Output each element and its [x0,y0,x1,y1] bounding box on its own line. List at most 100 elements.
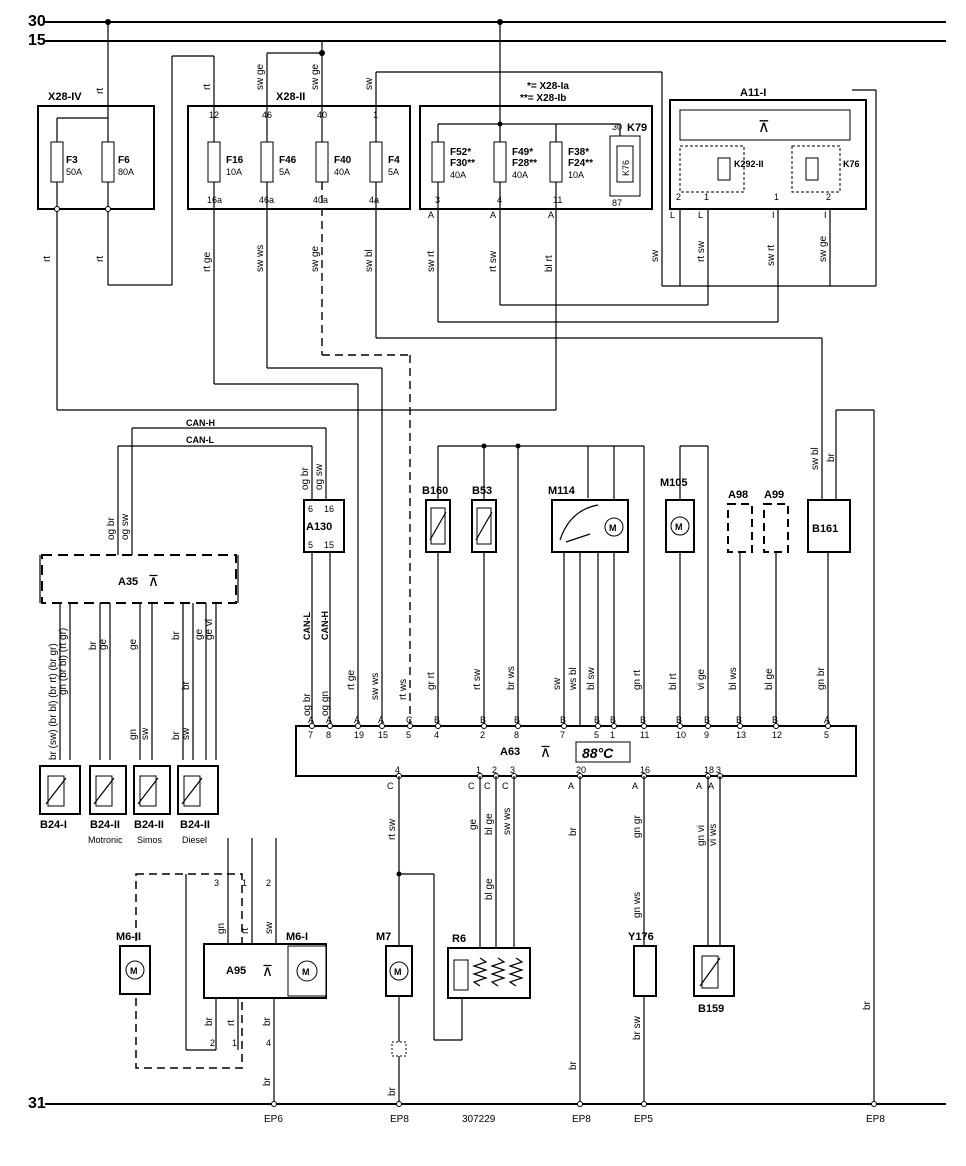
a63-pin-letter: B [560,715,566,725]
a63-pin-number: 18 [704,765,714,775]
svg-text:30: 30 [612,122,622,132]
svg-text:sw ws: sw ws [370,673,381,700]
lower-wiring: M M6-II M A95 ⊼ M6-I gn rt sw br rt br b… [116,776,735,1104]
svg-text:br: br [262,1016,273,1026]
a63-pin-number: 1 [610,730,615,740]
a63-pin-letter: B [640,715,646,725]
k76-label: K76 [843,159,860,169]
svg-text:rt: rt [240,928,251,934]
a63-pin-letter: A [632,781,638,791]
svg-text:M: M [302,967,310,977]
rail-30-label: 30 [28,13,46,30]
svg-text:br: br [568,826,579,836]
control-unit-a63: A63 ⊼ 88°C A7A8A19A15C5B4B2B8B7B5B1B11B1… [295,715,857,791]
svg-text:bl rt: bl rt [544,255,555,272]
a63-pin-number: 9 [704,730,709,740]
svg-text:L: L [698,210,703,220]
svg-text:2: 2 [266,878,271,888]
svg-text:ge: ge [194,628,205,640]
a63-pin-letter: C [468,781,475,791]
note-x28-ib: **= X28-Ib [520,93,566,104]
svg-text:5A: 5A [279,167,290,177]
svg-text:rt sw: rt sw [387,818,398,840]
control-unit-icon: ⊼ [148,573,159,590]
svg-text:sw: sw [181,727,192,740]
a63-pin-letter: A [568,781,574,791]
svg-text:bl ws: bl ws [728,667,739,690]
svg-text:46: 46 [262,110,272,120]
a63-pin-terminal [309,723,315,729]
svg-text:sw ge: sw ge [310,245,321,272]
svg-text:4: 4 [266,1038,271,1048]
svg-text:2: 2 [210,1038,215,1048]
b159-label: B159 [698,1003,724,1015]
svg-text:6: 6 [308,504,313,514]
a63-pin-terminal [705,723,711,729]
a63-pin-letter: B [434,715,440,725]
diesel-label: Diesel [182,835,207,845]
svg-text:CAN-H: CAN-H [320,611,330,640]
rail-31-label: 31 [28,1095,46,1112]
a63-pin-number: 4 [434,730,439,740]
svg-text:M: M [130,966,138,976]
a63-pin-terminal [677,723,683,729]
can-bus: CAN-H CAN-L og br og sw og br og sw [106,418,327,555]
document-number: 307229 [462,1114,496,1125]
a63-pin-terminal [515,723,521,729]
b24-ii-motronic-label: B24-II [90,819,120,831]
svg-text:ge: ge [98,638,109,650]
a63-pin-number: 20 [576,765,586,775]
svg-text:gn: gn [128,729,139,740]
fusebox-x28-iv: X28-IV F3 50A F6 80A rt rt rt [37,22,214,290]
fuse-f46: F46 [279,155,297,166]
motronic-label: Motronic [88,835,123,845]
svg-text:br: br [88,640,99,650]
can-h-label: CAN-H [186,418,215,428]
m105-label: M105 [660,477,688,489]
a63-pin-terminal [611,723,617,729]
a63-pin-terminal [737,723,743,729]
simos-label: Simos [137,835,163,845]
b53-label: B53 [472,485,492,497]
k79-relay-label: K79 [627,122,647,134]
module-a130: A130 6 16 5 15 CAN-L CAN-H og br og gn r… [302,499,409,726]
svg-text:rt: rt [42,256,53,262]
a63-pin-letter: A [326,715,332,725]
svg-text:br (sw) (br bl) (br rt) (br gr: br (sw) (br bl) (br rt) (br gr) [48,643,59,760]
a63-pin-letter: B [514,715,520,725]
svg-text:rt sw: rt sw [488,250,499,272]
b24-i-label: B24-I [40,819,67,831]
svg-text:br ws: br ws [506,666,517,690]
a99-label: A99 [764,489,784,501]
svg-text:2: 2 [826,192,831,202]
note-x28-ia: *= X28-Ia [527,81,569,92]
a63-pin-letter: A [354,715,360,725]
a130-label: A130 [306,521,332,533]
svg-text:1: 1 [242,878,247,888]
svg-text:bl ge: bl ge [484,813,495,835]
a63-pin-letter: A [696,781,702,791]
ground-ep5: EP5 [634,1114,653,1125]
upper-sensors: B160 B53 gr rt rt sw br ws M M114 sw ws … [422,443,851,726]
k76-relay-label: K76 [621,160,631,176]
svg-text:10A: 10A [568,170,584,180]
svg-text:M: M [675,522,683,532]
svg-text:sw rt: sw rt [426,251,437,272]
a63-pin-number: 10 [676,730,686,740]
svg-text:bl rt: bl rt [668,673,679,690]
svg-text:CAN-L: CAN-L [302,612,312,640]
b161-label: B161 [812,523,838,535]
a63-pin-number: 5 [406,730,411,740]
control-unit-icon: ⊼ [262,963,273,980]
fuse-f49: F49* [512,147,533,158]
a63-pin-letter: B [704,715,710,725]
a63-pin-letter: B [676,715,682,725]
svg-text:gn br: gn br [816,667,827,690]
svg-text:sw rt: sw rt [766,245,777,266]
svg-text:rt: rt [95,88,106,94]
fusebox-x28-ii: X28-II 12 46 40 1 F16 10A F46 5A F40 40A… [187,41,662,384]
a63-pin-number: 5 [824,730,829,740]
a35-output-wires [59,603,217,760]
svg-text:og gn: og gn [320,691,331,716]
